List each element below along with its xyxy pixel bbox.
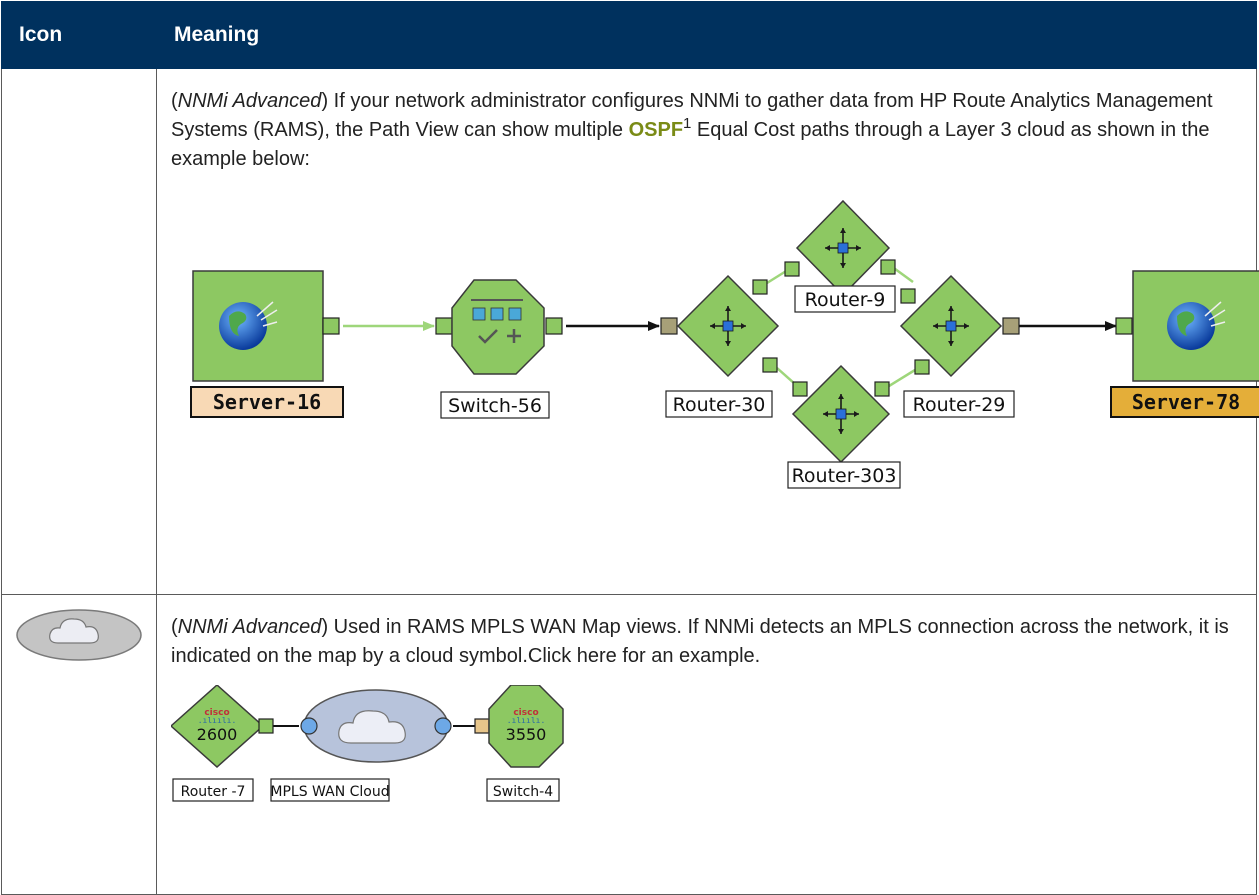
router-303-node[interactable] xyxy=(791,364,891,464)
mpls-wan-figure: cisco .ılıılı. 2600 xyxy=(171,685,591,805)
switch-4-node[interactable]: cisco .ılıılı. 3550 xyxy=(474,685,564,768)
ospf-link[interactable]: OSPF xyxy=(628,119,684,141)
server-78-node[interactable] xyxy=(1115,270,1259,382)
globe-icon xyxy=(219,302,267,350)
server-16-node[interactable] xyxy=(192,270,340,382)
mpls-wan-cloud-node[interactable] xyxy=(300,689,452,763)
row1-icon-cell xyxy=(1,68,157,595)
row2-icon-cell xyxy=(1,594,157,895)
link-router30-router303 xyxy=(776,367,796,385)
row1-meaning-cell: (NNMi Advanced) If your network administ… xyxy=(156,68,1259,595)
edition-qualifier: NNMi Advanced xyxy=(177,90,322,112)
switch-4-label[interactable]: Switch-4 xyxy=(493,784,553,800)
edition-qualifier: NNMi Advanced xyxy=(177,616,322,638)
router-30-label[interactable]: Router-30 xyxy=(673,394,766,416)
svg-text:.ılıılı.: .ılıılı. xyxy=(507,716,546,725)
link-router303-router29 xyxy=(888,368,916,388)
server-16-label[interactable]: Server-16 xyxy=(213,390,321,414)
router-303-label[interactable]: Router-303 xyxy=(792,465,897,487)
footnote-marker[interactable]: 1 xyxy=(683,115,692,132)
router-9-node[interactable] xyxy=(784,199,896,297)
cloud-icon xyxy=(338,710,406,744)
switch-56-label[interactable]: Switch-56 xyxy=(448,395,542,417)
mpls-cloud-label[interactable]: MPLS WAN Cloud xyxy=(270,784,389,800)
switch-model: 3550 xyxy=(506,725,547,744)
router-29-node[interactable] xyxy=(899,274,1020,378)
row1-description: (NNMi Advanced) If your network administ… xyxy=(171,90,1213,170)
vendor-logo: cisco xyxy=(513,708,538,718)
switch-icon xyxy=(471,299,523,344)
row2-description: (NNMi Advanced) Used in RAMS MPLS WAN Ma… xyxy=(171,616,1229,667)
svg-text:.ılıılı.: .ılıılı. xyxy=(198,716,237,725)
ospf-path-view-figure: Server-16 xyxy=(171,186,1259,566)
column-header-meaning: Meaning xyxy=(156,1,1257,69)
router-9-label[interactable]: Router-9 xyxy=(805,289,886,311)
switch-56-node[interactable] xyxy=(435,279,563,375)
router-29-label[interactable]: Router-29 xyxy=(913,394,1006,416)
mpls-cloud-icon xyxy=(16,609,142,661)
router-30-node[interactable] xyxy=(660,274,780,378)
globe-icon xyxy=(1167,302,1215,350)
column-header-icon: Icon xyxy=(1,1,157,69)
mpls-wan-diagram: cisco .ılıılı. 2600 xyxy=(171,685,564,802)
router-7-node[interactable]: cisco .ılıılı. 2600 xyxy=(171,685,274,769)
path-view-diagram: Server-16 xyxy=(190,199,1259,489)
router-7-label[interactable]: Router -7 xyxy=(181,784,246,800)
vendor-logo: cisco xyxy=(204,708,229,718)
row2-meaning-cell: (NNMi Advanced) Used in RAMS MPLS WAN Ma… xyxy=(156,594,1257,895)
server-78-label[interactable]: Server-78 xyxy=(1132,390,1240,414)
router-model: 2600 xyxy=(197,725,238,744)
